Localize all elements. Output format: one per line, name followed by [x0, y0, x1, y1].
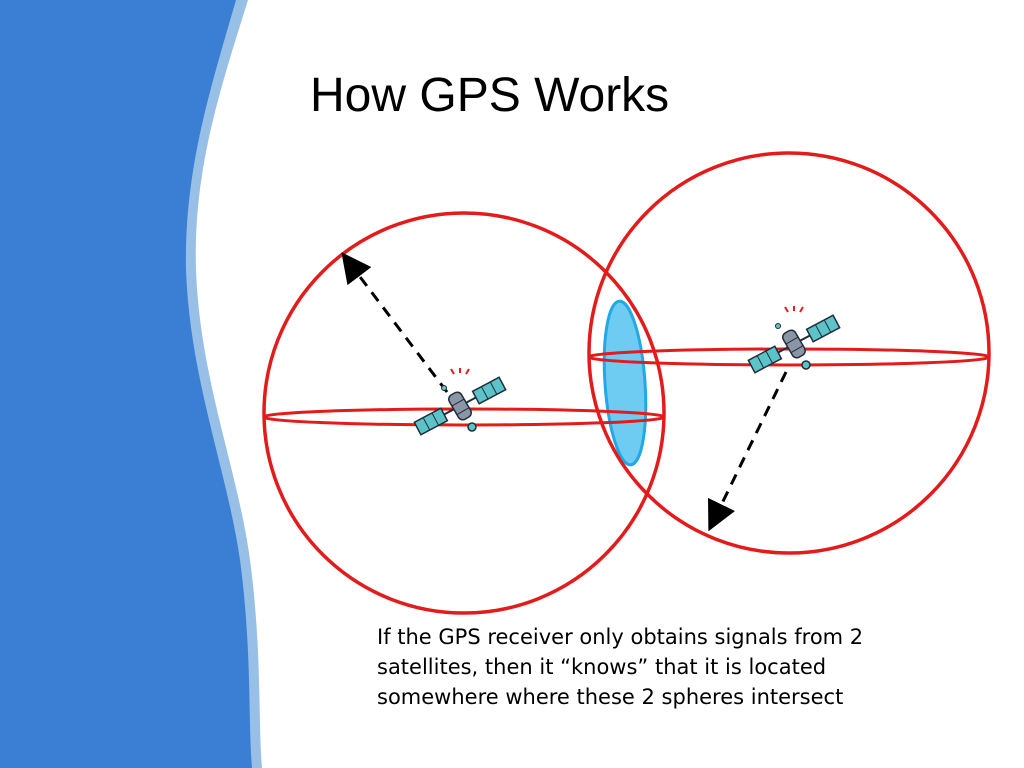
slide-title: How GPS Works — [310, 69, 670, 122]
caption-line-1: If the GPS receiver only obtains signals… — [377, 625, 864, 649]
caption-line-3: somewhere where these 2 spheres intersec… — [377, 685, 844, 709]
caption-line-2: satellites, then it “knows” that it is l… — [377, 655, 827, 679]
caption: If the GPS receiver only obtains signals… — [377, 622, 1007, 712]
radius-arrow-right — [708, 371, 788, 532]
sphere-right-equator — [587, 347, 991, 367]
satellite-icon — [413, 368, 507, 436]
satellite-icon — [747, 306, 841, 374]
side-band-dark — [0, 0, 252, 768]
sphere-left-outline — [262, 211, 666, 615]
intersection-region — [602, 299, 648, 467]
side-band — [0, 0, 262, 768]
sphere-right-outline — [587, 151, 991, 555]
radius-arrow-left — [341, 252, 449, 393]
